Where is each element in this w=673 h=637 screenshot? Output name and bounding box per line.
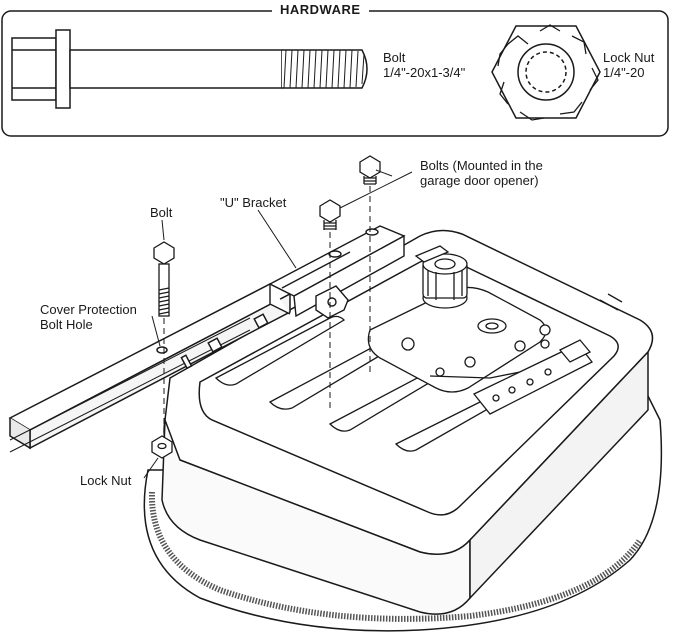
bolt-threads [283,49,365,89]
hardware-lock-nut-illustration [491,24,601,121]
bolt-label: Bolt [150,205,173,220]
hardware-title: HARDWARE [272,2,369,17]
leader-lines [143,169,413,479]
alignment-lines [163,186,371,436]
hardware-bolt-illustration [11,29,368,109]
lock-nut-part [151,435,173,459]
lock-nut-label: Lock Nut [80,473,132,488]
motor-gear-assembly [367,253,551,393]
hardware-lock-nut-size: 1/4"-20 [603,65,645,80]
u-bracket [268,225,406,319]
opener-bolt-2 [319,199,341,230]
hardware-lock-nut-name: Lock Nut [603,50,655,65]
bolts-mounted-label-line2: garage door opener) [420,173,539,188]
bolts-mounted-label-line1: Bolts (Mounted in the [420,158,543,173]
hardware-bolt-name: Bolt [383,50,406,65]
opener-housing [143,229,663,632]
right-side-components [414,245,623,415]
u-bracket-label: "U" Bracket [220,195,287,210]
hardware-bolt-size: 1/4"-20x1-3/4" [383,65,466,80]
opener-bolt-1 [359,155,381,185]
cover-protection-label-line1: Cover Protection [40,302,137,317]
hex-bolt [153,241,175,317]
cover-protection-label-line2: Bolt Hole [40,317,93,332]
